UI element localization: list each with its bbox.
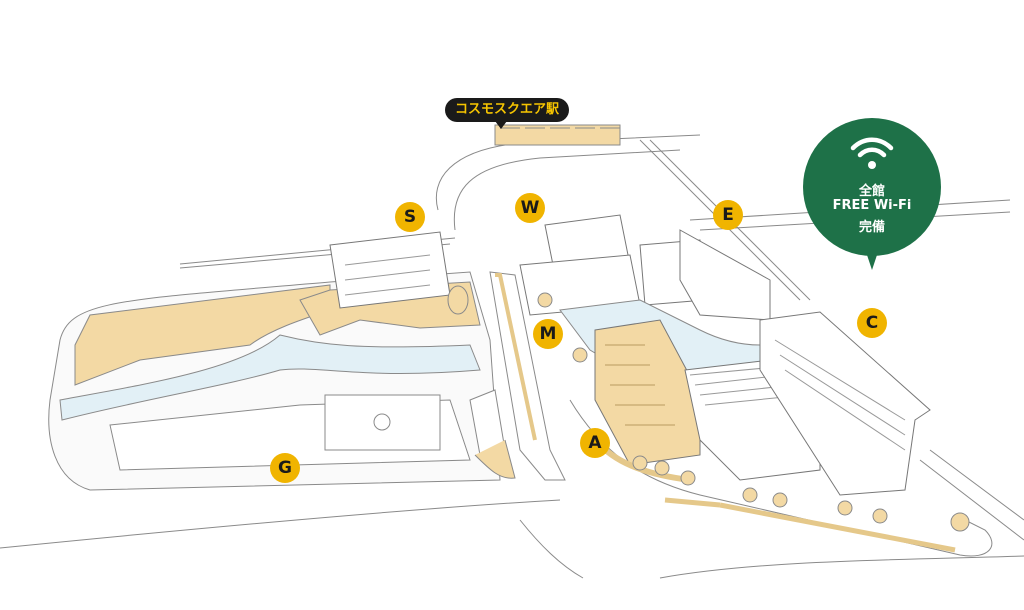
marker-e-label: E <box>722 205 734 225</box>
road-north <box>435 134 701 211</box>
marker-m[interactable]: M <box>533 319 563 349</box>
wifi-line-2: FREE Wi-Fi <box>832 198 912 213</box>
building-c <box>759 311 931 496</box>
wifi-icon <box>850 137 894 169</box>
marker-a-label: A <box>588 433 602 453</box>
marker-w[interactable]: W <box>515 193 545 223</box>
wifi-line-1: 全館 <box>858 184 885 199</box>
wifi-line-3: 完備 <box>858 220 885 235</box>
station-label[interactable]: コスモスクエア駅 <box>445 98 570 129</box>
marker-m-label: M <box>539 324 557 344</box>
marker-g[interactable]: G <box>270 453 300 483</box>
road-southeast <box>659 555 1024 579</box>
court <box>324 394 441 451</box>
marker-e[interactable]: E <box>713 200 743 230</box>
marker-s[interactable]: S <box>395 202 425 232</box>
building-e <box>679 229 771 321</box>
marker-s-label: S <box>403 207 417 227</box>
building-a <box>594 319 701 466</box>
marker-c-label: C <box>865 313 879 333</box>
free-wifi-badge: 全館 FREE Wi-Fi 完備 <box>803 118 941 270</box>
road-southwest <box>519 519 584 579</box>
station-platform <box>494 124 621 146</box>
park-river <box>59 334 481 421</box>
marker-a[interactable]: A <box>580 428 610 458</box>
marker-g-label: G <box>278 458 292 478</box>
tree <box>632 455 648 471</box>
marker-c[interactable]: C <box>857 308 887 338</box>
building-s <box>329 231 451 309</box>
road-south <box>0 499 561 549</box>
marker-w-label: W <box>520 198 540 218</box>
